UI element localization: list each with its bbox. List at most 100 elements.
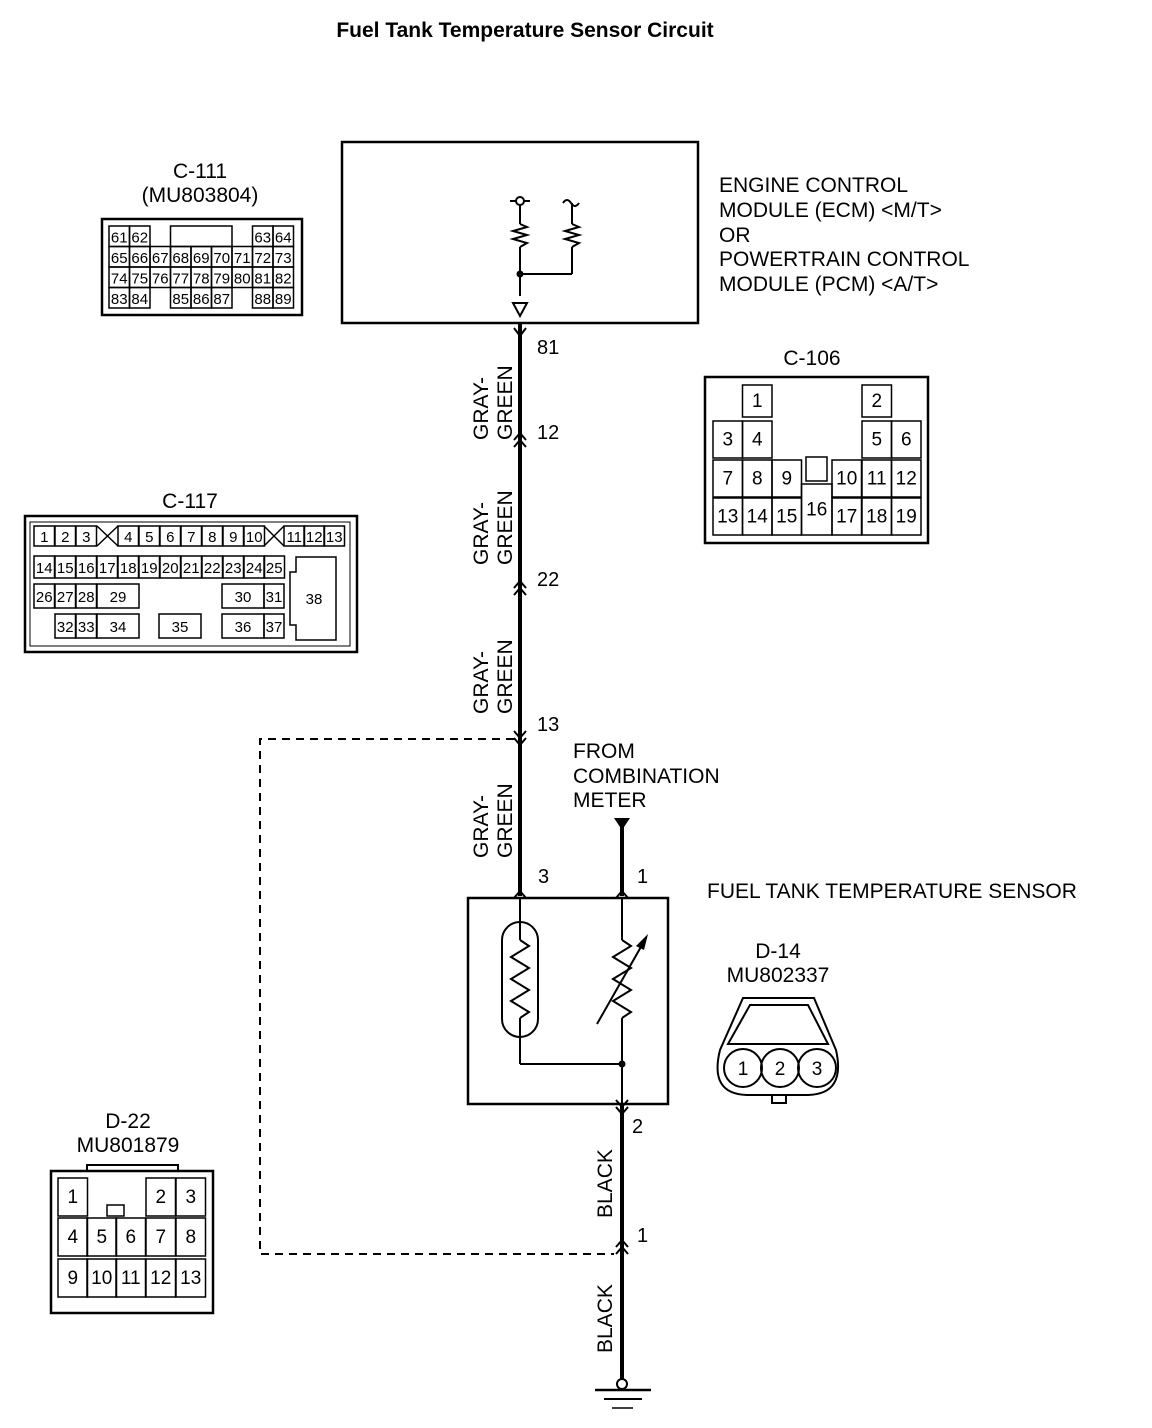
pin-number: 14 (747, 507, 769, 528)
pin-number: 65 (111, 250, 128, 267)
wire-color-label: GREEN (494, 783, 517, 858)
pin-number: 3 (812, 1059, 823, 1080)
pin-number: 7 (155, 1227, 166, 1248)
connector-cavity (243, 525, 266, 547)
pin-number: 30 (235, 589, 252, 606)
pin-number: 6 (125, 1227, 136, 1248)
pin-number: 85 (172, 291, 189, 308)
pin-number: 13 (326, 529, 343, 546)
pin-number: 3 (82, 529, 90, 546)
pin-number: 33 (78, 619, 95, 636)
connector-cavity (96, 583, 140, 609)
pin-number: 20 (162, 560, 179, 577)
pin-number: 19 (896, 507, 917, 528)
pin-number: 74 (111, 270, 128, 287)
pin-number: 7 (722, 469, 733, 490)
pin-number: 16 (806, 500, 827, 521)
wire-color-label: BLACK (594, 1284, 617, 1353)
svg-text:GREEN: GREEN (494, 490, 517, 565)
pin-number: 15 (57, 560, 74, 577)
pin-number: 6 (901, 430, 912, 451)
connector-cavity (861, 384, 893, 418)
connector-cavity (771, 459, 803, 498)
connector-d14-name: D-14 (755, 940, 801, 963)
pin-number: 9 (229, 529, 237, 546)
pin-number: 2 (871, 391, 882, 412)
pin-number: 72 (254, 250, 271, 267)
supply-terminal-icon (515, 196, 525, 206)
connector-cavity (175, 1258, 207, 1298)
pin-number: 15 (776, 507, 797, 528)
variable-resistor-icon (611, 939, 633, 1019)
pin-number: 10 (91, 1268, 112, 1289)
pin-number: 28 (78, 589, 95, 606)
connector-c111-part: (MU803804) (142, 184, 259, 207)
pin-number: 1 (752, 391, 763, 412)
ecm-label-line-4: POWERTRAIN CONTROL (719, 248, 969, 271)
wire-color-label: GREEN (494, 365, 517, 440)
pin-number: 11 (286, 529, 302, 546)
pin-number: 4 (752, 430, 763, 451)
svg-text:GRAY-: GRAY- (470, 651, 493, 714)
pin-number: 4 (124, 529, 132, 546)
pin-number: 5 (145, 529, 153, 546)
pin-number: 82 (275, 270, 292, 287)
terminal-22: 22 (537, 569, 559, 591)
pin-number: 35 (172, 619, 189, 636)
connector-latch (106, 1204, 125, 1217)
pin-number: 18 (120, 560, 137, 577)
pin-number: 80 (234, 270, 251, 287)
connector-cavity (96, 613, 140, 639)
wire-color-label: GREEN (494, 639, 517, 714)
connector-latch (805, 456, 828, 482)
blocked-cavity-icon (263, 525, 285, 547)
ground-terminal-1: 1 (637, 1225, 648, 1247)
connector-arrow-icon (513, 889, 527, 899)
pin-number: 27 (57, 589, 74, 606)
pin-number: 13 (717, 507, 738, 528)
pin-number: 12 (896, 469, 917, 490)
connector-cavity (741, 384, 773, 418)
connector-cavity (210, 286, 233, 309)
variable-arrow-icon (636, 934, 648, 950)
ecm-label-line-3: OR (719, 224, 751, 247)
svg-text:GRAY-: GRAY- (470, 377, 493, 440)
connector-cavity (175, 1177, 207, 1217)
pin-number: 3 (185, 1187, 196, 1208)
pin-number: 81 (254, 270, 271, 287)
pin-number: 12 (306, 529, 323, 546)
connector-cavity (890, 459, 922, 498)
connector-c117-name: C-117 (162, 490, 218, 513)
sensor-box (466, 896, 670, 1106)
sensor-terminal-1: 1 (637, 866, 648, 888)
connector-cavity (175, 1217, 207, 1257)
svg-text:GREEN: GREEN (494, 639, 517, 714)
connector-arrow-icon (513, 327, 527, 338)
pin-number: 26 (36, 589, 53, 606)
pin-number: 63 (254, 229, 271, 246)
pin-number: 76 (152, 270, 169, 287)
pin-number: 68 (172, 250, 189, 267)
connector-cavity (158, 613, 202, 639)
connector-cavity (289, 556, 337, 641)
pin-number: 1 (40, 529, 48, 546)
pin-number: 62 (131, 229, 148, 246)
pin-number: 3 (722, 430, 733, 451)
pin-number: 73 (275, 250, 292, 267)
wire-color-label: GRAY- (470, 651, 493, 714)
pin-number: 23 (225, 560, 242, 577)
connector-cavity (263, 613, 285, 639)
connector-arrow-icon (513, 586, 527, 596)
connector-cavity (263, 583, 285, 609)
connector-arrow-icon (513, 438, 527, 448)
connector-cavity (57, 1177, 89, 1217)
pin-number: 7 (187, 529, 195, 546)
svg-text:GRAY-: GRAY- (470, 795, 493, 858)
pin-number: 36 (235, 619, 252, 636)
svg-text:BLACK: BLACK (594, 1149, 617, 1218)
pin-number: 88 (254, 291, 271, 308)
pin-number: 71 (234, 250, 251, 267)
